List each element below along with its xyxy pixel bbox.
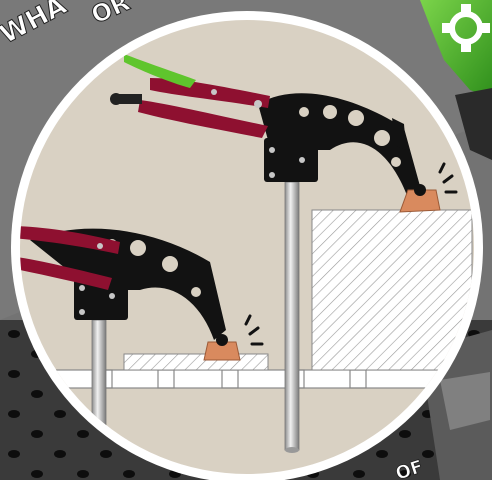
promo-graphic: WHA OR OF [0, 0, 492, 480]
graphic-canvas: WHA OR OF [0, 0, 492, 480]
